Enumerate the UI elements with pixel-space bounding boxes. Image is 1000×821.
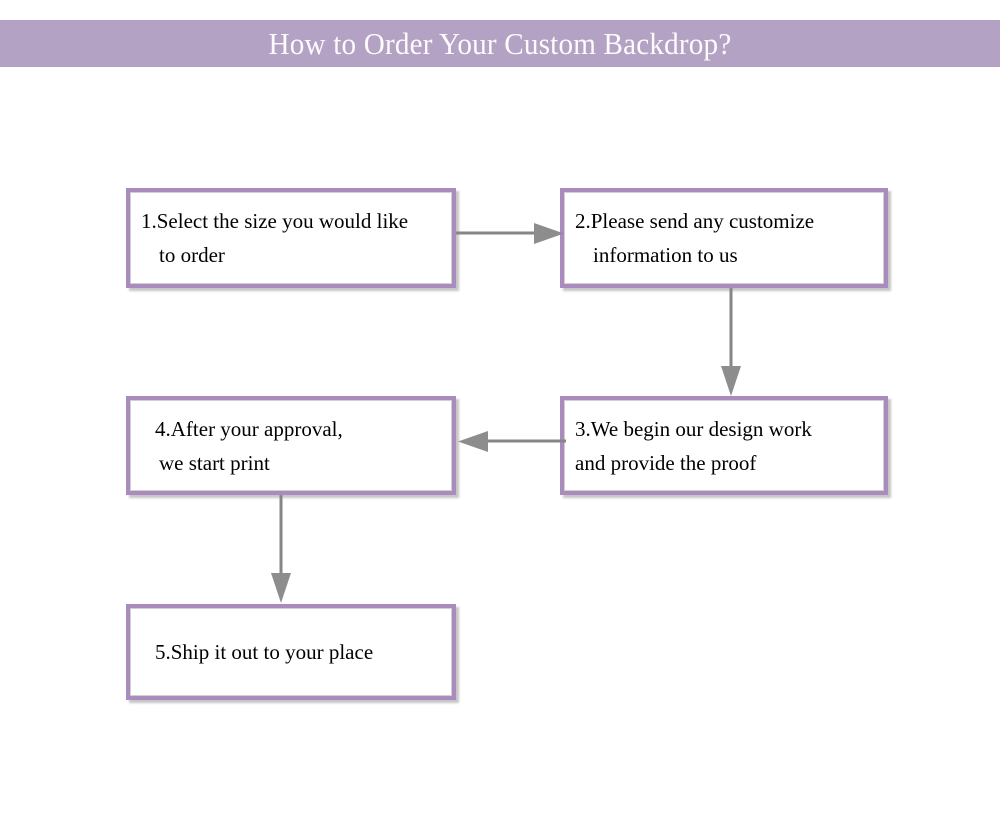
flow-step-4-line1: 4.After your approval, xyxy=(155,416,343,441)
flow-step-2-box: 2.Please send any customize information … xyxy=(560,188,888,288)
flow-step-1-line1: 1.Select the size you would like xyxy=(141,204,441,238)
flow-step-2-line1-text: 2.Please send any customize xyxy=(575,209,815,233)
page-title: How to Order Your Custom Backdrop? xyxy=(268,26,732,61)
flow-step-2-line2: information to us xyxy=(593,243,738,267)
flow-step-4-box: 4.After your approval, we start print xyxy=(126,396,456,495)
flow-step-3-inner: 3.We begin our design work and provide t… xyxy=(564,400,884,491)
flow-step-3-line2: and provide the proof xyxy=(575,450,757,475)
flow-step-5-box: 5.Ship it out to your place xyxy=(126,604,456,700)
flow-step-3-line1-text: 3.We begin our design work xyxy=(575,416,812,441)
flow-step-5-line1: 5.Ship it out to your place xyxy=(155,640,374,664)
flow-step-2-line1: 2.Please send any customize xyxy=(575,204,873,238)
flow-step-1-inner: 1.Select the size you would like to orde… xyxy=(130,192,452,284)
flow-step-4-line2: we start print xyxy=(159,450,270,475)
flow-step-3-line1: 3.We begin our design work xyxy=(575,412,873,446)
header-banner xyxy=(0,20,1000,67)
flow-step-2-inner: 2.Please send any customize information … xyxy=(564,192,884,284)
flow-step-1-line2: to order xyxy=(159,243,225,267)
arrow-step1-to-step2 xyxy=(456,222,566,246)
arrow-step3-to-step4 xyxy=(456,430,566,454)
flow-step-4-inner: 4.After your approval, we start print xyxy=(130,400,452,491)
flow-step-5-inner: 5.Ship it out to your place xyxy=(130,608,452,696)
flow-step-3-box: 3.We begin our design work and provide t… xyxy=(560,396,888,495)
arrow-step2-to-step3 xyxy=(718,288,744,398)
arrow-step4-to-step5 xyxy=(268,495,294,605)
flow-step-1-line1-text: 1.Select the size you would like xyxy=(141,209,409,233)
flow-step-1-box: 1.Select the size you would like to orde… xyxy=(126,188,456,288)
